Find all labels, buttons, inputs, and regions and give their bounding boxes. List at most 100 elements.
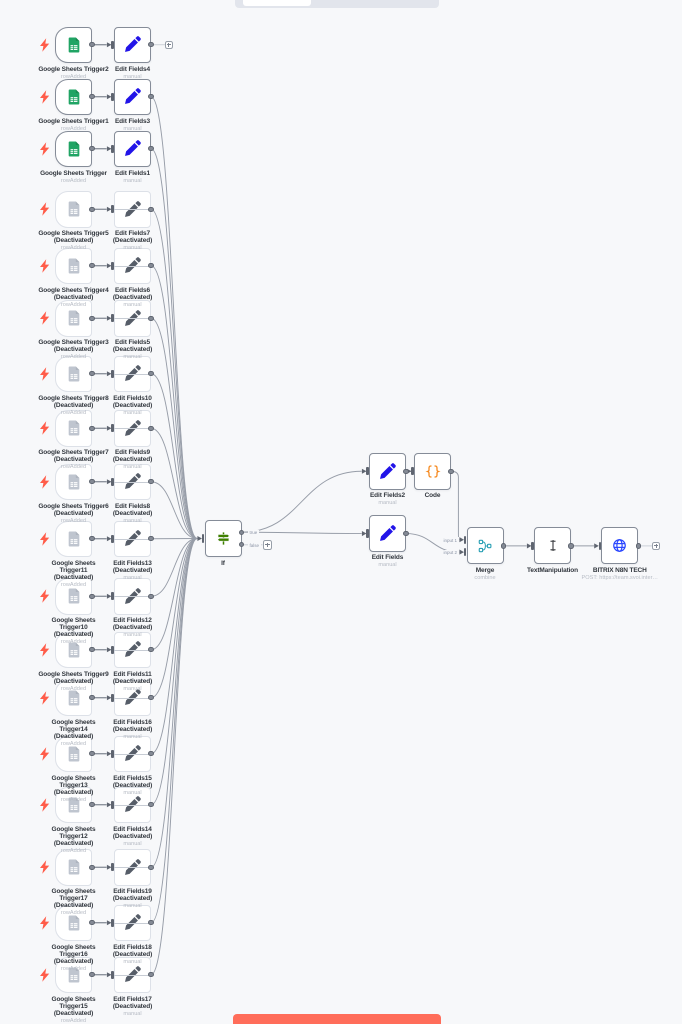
output-port[interactable] bbox=[148, 146, 154, 152]
add-node-button[interactable] bbox=[652, 542, 661, 550]
node-gst5[interactable] bbox=[55, 191, 92, 228]
input-port[interactable] bbox=[111, 424, 114, 433]
output-port[interactable] bbox=[89, 751, 95, 757]
output-port[interactable] bbox=[89, 371, 95, 377]
node-code[interactable] bbox=[414, 453, 451, 490]
node-ef9[interactable] bbox=[114, 410, 151, 447]
connection-edge[interactable] bbox=[150, 538, 198, 755]
input-port[interactable] bbox=[111, 205, 114, 214]
node-gst9[interactable] bbox=[55, 631, 92, 668]
add-node-button[interactable] bbox=[165, 40, 173, 49]
node-ef7[interactable] bbox=[114, 191, 151, 228]
output-port[interactable] bbox=[148, 42, 154, 48]
output-port[interactable] bbox=[403, 468, 409, 474]
node-ef4[interactable] bbox=[114, 26, 151, 63]
input-port[interactable] bbox=[111, 40, 114, 49]
connection-edge[interactable] bbox=[150, 538, 198, 924]
input-port[interactable] bbox=[411, 467, 414, 476]
node-gst17[interactable] bbox=[55, 849, 92, 886]
node-gst1[interactable] bbox=[55, 78, 92, 115]
output-port[interactable] bbox=[635, 543, 641, 549]
input-port[interactable] bbox=[598, 541, 602, 550]
output-port[interactable] bbox=[89, 42, 95, 48]
input-port[interactable] bbox=[111, 749, 114, 758]
node-ef15[interactable] bbox=[114, 735, 151, 772]
node-ef17[interactable] bbox=[114, 956, 151, 993]
output-port[interactable] bbox=[238, 529, 245, 535]
input-port[interactable] bbox=[111, 261, 114, 270]
output-port[interactable] bbox=[500, 543, 507, 549]
node-gst11[interactable] bbox=[55, 520, 92, 557]
output-port[interactable] bbox=[238, 542, 245, 548]
output-port[interactable] bbox=[148, 206, 154, 212]
node-gst12[interactable] bbox=[55, 786, 92, 823]
node-gst13[interactable] bbox=[55, 735, 92, 772]
active-tab-pill[interactable] bbox=[242, 0, 311, 6]
output-port[interactable] bbox=[89, 593, 95, 599]
connection-edge[interactable] bbox=[150, 538, 198, 976]
node-gst8[interactable] bbox=[55, 355, 92, 392]
node-ef12[interactable] bbox=[114, 578, 151, 615]
node-ef2[interactable] bbox=[369, 453, 406, 490]
connection-edge[interactable] bbox=[150, 148, 198, 539]
input-port[interactable] bbox=[111, 592, 114, 601]
node-ef16[interactable] bbox=[114, 679, 151, 716]
connection-edge[interactable] bbox=[241, 470, 362, 533]
connection-edge[interactable] bbox=[150, 317, 198, 539]
output-port[interactable] bbox=[568, 543, 574, 549]
node-ef[interactable] bbox=[369, 515, 406, 552]
input-port[interactable] bbox=[111, 144, 114, 153]
add-node-button[interactable] bbox=[262, 539, 273, 550]
input-port[interactable] bbox=[111, 918, 114, 927]
input-port[interactable] bbox=[111, 645, 114, 654]
node-ef19[interactable] bbox=[114, 849, 151, 886]
output-port[interactable] bbox=[89, 536, 95, 542]
input-port[interactable] bbox=[111, 534, 114, 543]
output-port[interactable] bbox=[148, 751, 154, 757]
connection-edge[interactable] bbox=[150, 96, 198, 539]
input-port[interactable] bbox=[366, 467, 369, 476]
connection-edge[interactable] bbox=[150, 208, 198, 539]
node-gst[interactable] bbox=[55, 130, 92, 167]
output-port[interactable] bbox=[148, 920, 154, 926]
output-port[interactable] bbox=[89, 263, 95, 269]
connection-edge[interactable] bbox=[241, 531, 362, 535]
node-gst14[interactable] bbox=[55, 679, 92, 716]
node-bitrix[interactable] bbox=[601, 527, 639, 565]
output-port[interactable] bbox=[89, 864, 95, 870]
node-gst15[interactable] bbox=[55, 956, 92, 993]
output-port[interactable] bbox=[89, 315, 95, 321]
node-ef3[interactable] bbox=[114, 78, 151, 115]
node-ef6[interactable] bbox=[114, 247, 151, 284]
input-port[interactable] bbox=[463, 548, 467, 557]
output-port[interactable] bbox=[403, 530, 409, 537]
output-port[interactable] bbox=[89, 972, 95, 978]
node-gst7[interactable] bbox=[55, 410, 92, 447]
output-port[interactable] bbox=[89, 695, 95, 701]
input-port[interactable] bbox=[111, 970, 114, 979]
connection-edge[interactable] bbox=[150, 538, 198, 806]
node-merge[interactable] bbox=[466, 527, 504, 565]
output-port[interactable] bbox=[148, 972, 154, 978]
connection-edge[interactable] bbox=[150, 538, 198, 651]
node-gst4[interactable] bbox=[55, 247, 92, 284]
input-port[interactable] bbox=[111, 800, 114, 809]
connection-edge[interactable] bbox=[150, 265, 198, 539]
node-tm[interactable] bbox=[534, 527, 571, 565]
input-port[interactable] bbox=[111, 477, 114, 486]
output-port[interactable] bbox=[148, 802, 154, 808]
connection-edge[interactable] bbox=[150, 427, 198, 539]
output-port[interactable] bbox=[89, 479, 95, 485]
output-port[interactable] bbox=[89, 206, 95, 212]
connection-edge[interactable] bbox=[150, 538, 198, 699]
node-ef13[interactable] bbox=[114, 520, 151, 557]
input-port[interactable] bbox=[531, 541, 534, 550]
output-port[interactable] bbox=[148, 315, 154, 321]
node-ef10[interactable] bbox=[114, 355, 151, 392]
input-port[interactable] bbox=[366, 529, 369, 538]
node-gst6[interactable] bbox=[55, 463, 92, 500]
connection-edge[interactable] bbox=[450, 470, 460, 541]
test-workflow-button[interactable] bbox=[233, 1014, 441, 1024]
output-port[interactable] bbox=[89, 647, 95, 653]
